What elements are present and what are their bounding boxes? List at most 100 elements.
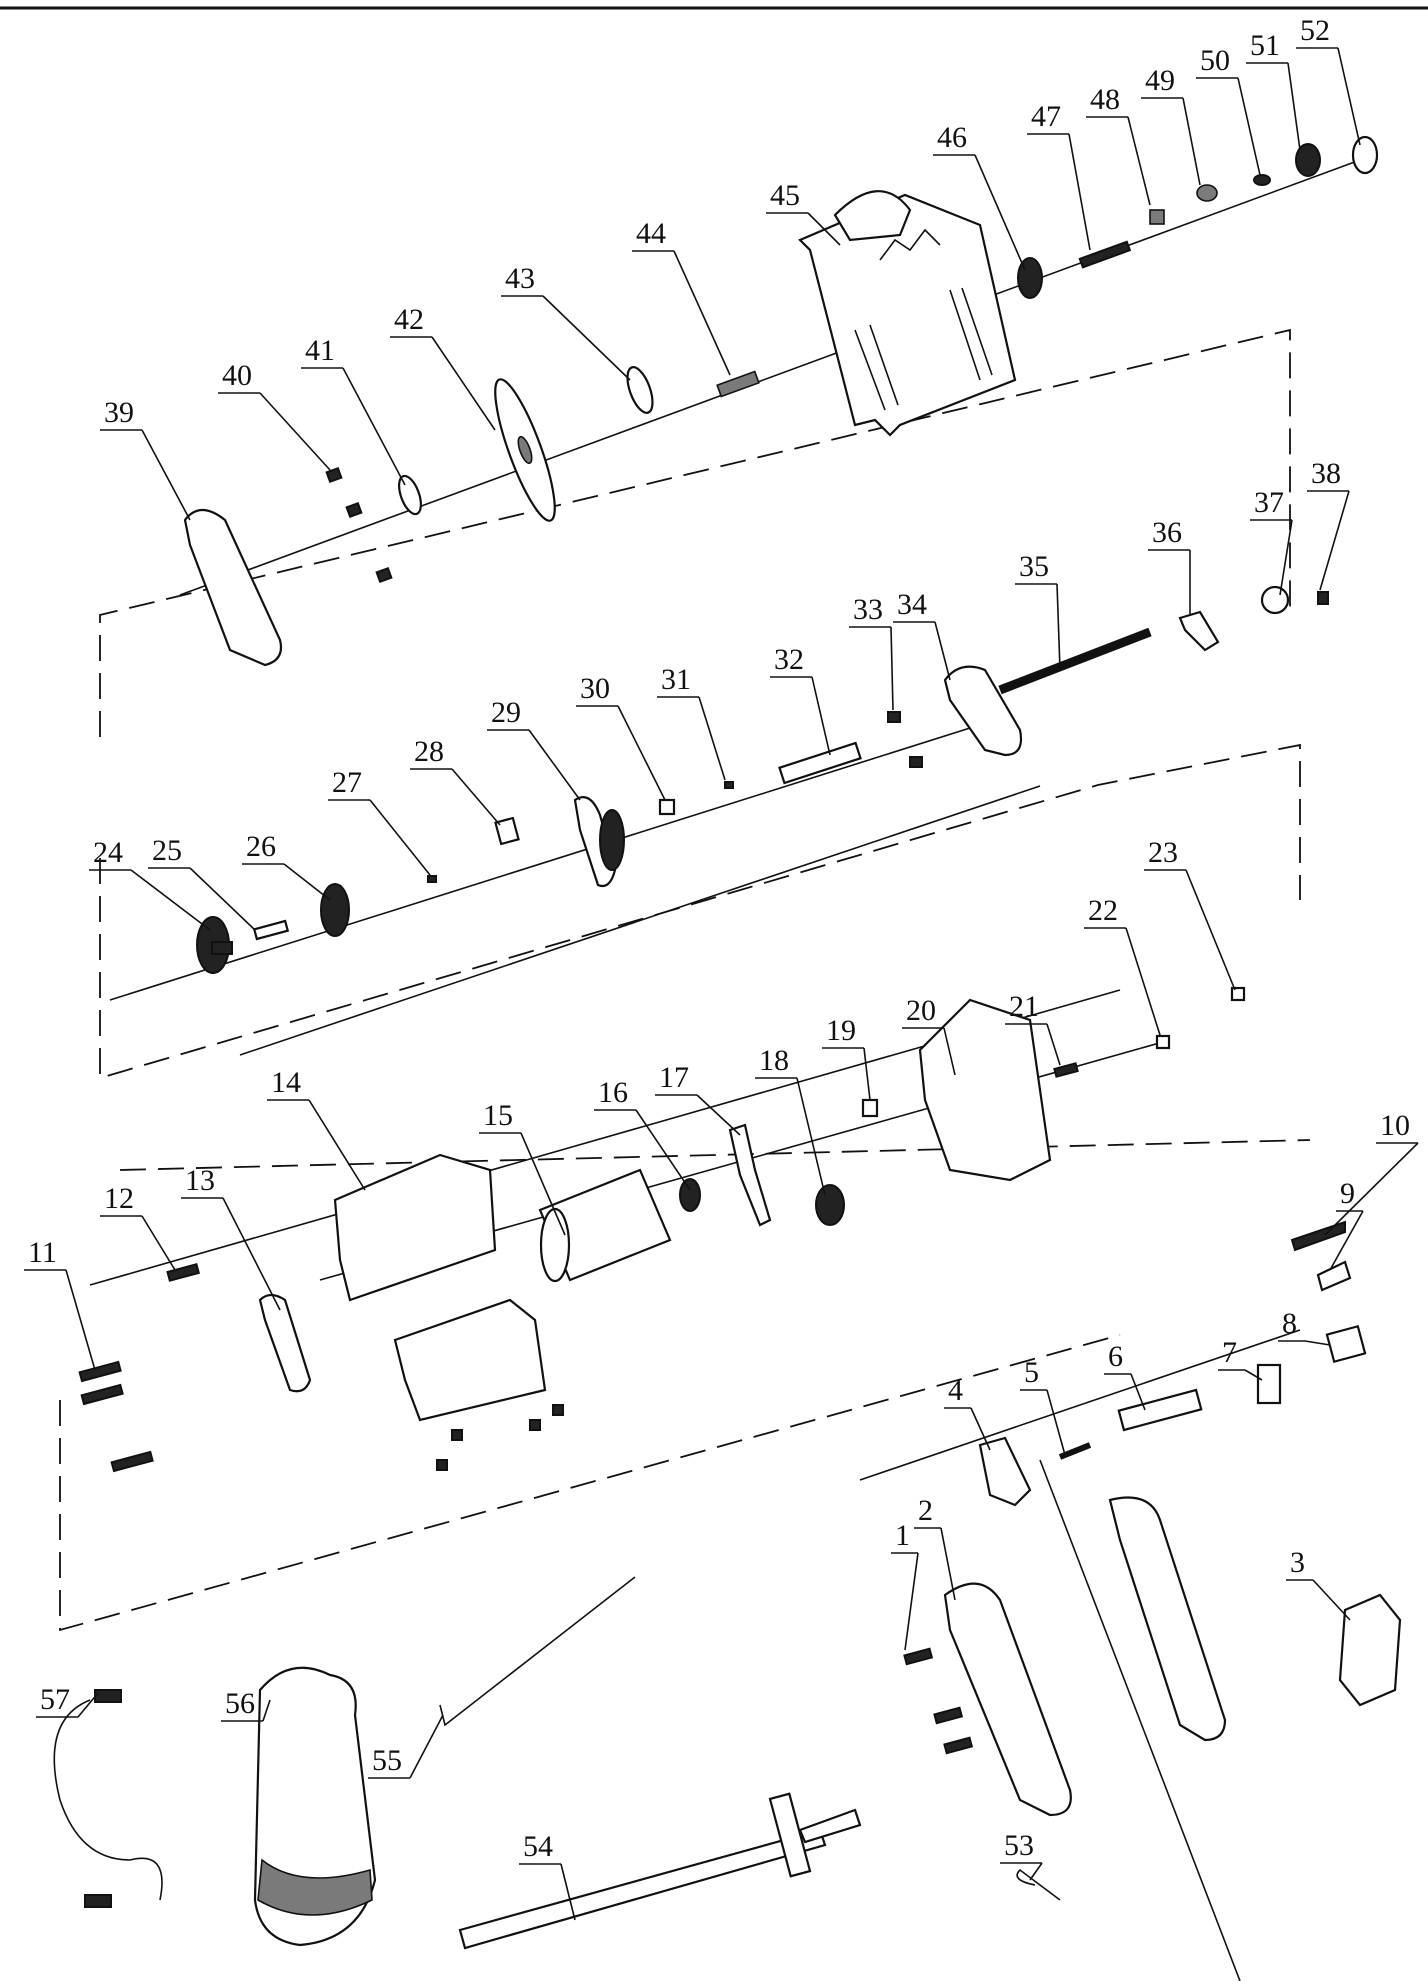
callout-leader bbox=[1337, 47, 1361, 146]
callout-25: 25 bbox=[148, 834, 256, 931]
callout-leader bbox=[1046, 1023, 1061, 1066]
callout-50: 50 bbox=[1196, 44, 1261, 176]
callout-11: 11 bbox=[24, 1236, 96, 1371]
part-number-label: 39 bbox=[104, 396, 134, 429]
callout-leader bbox=[77, 1692, 99, 1718]
part-number-label: 47 bbox=[1031, 100, 1061, 133]
callout-20: 20 bbox=[902, 994, 956, 1076]
part-number-label: 15 bbox=[483, 1099, 513, 1132]
callout-leader bbox=[863, 1047, 871, 1101]
callout-leader bbox=[1244, 1369, 1263, 1381]
callout-leader bbox=[811, 676, 831, 756]
callout-leader bbox=[141, 1215, 176, 1271]
part-number-label: 54 bbox=[523, 1830, 553, 1863]
part-number-label: 35 bbox=[1019, 550, 1049, 583]
part-number-label: 30 bbox=[580, 672, 610, 705]
part-number-label: 8 bbox=[1282, 1307, 1297, 1340]
part-number-label: 18 bbox=[759, 1044, 789, 1077]
part-number-label: 37 bbox=[1254, 486, 1284, 519]
callout-leader bbox=[635, 1109, 691, 1191]
part-45-base-plate bbox=[798, 190, 1017, 437]
callout-leader bbox=[1324, 1142, 1419, 1236]
callout-46: 46 bbox=[933, 121, 1026, 271]
callout-leader bbox=[1182, 97, 1201, 186]
callout-leader bbox=[974, 154, 1026, 271]
callout-57: 57 bbox=[36, 1683, 99, 1718]
callout-7: 7 bbox=[1218, 1336, 1263, 1381]
callout-leader bbox=[1125, 927, 1161, 1036]
callout-leader bbox=[1130, 1373, 1146, 1411]
callout-18: 18 bbox=[755, 1044, 826, 1196]
part-number-label: 44 bbox=[636, 217, 666, 250]
part-number-label: 1 bbox=[895, 1519, 910, 1552]
part-number-label: 24 bbox=[93, 836, 123, 869]
callout-leader bbox=[283, 863, 331, 901]
part-57-cable bbox=[53, 1689, 163, 1908]
callout-leader bbox=[409, 1714, 444, 1779]
callout-6: 6 bbox=[1104, 1340, 1146, 1411]
part-number-label: 17 bbox=[659, 1061, 689, 1094]
callout-leader bbox=[1237, 77, 1261, 176]
callout-leader bbox=[807, 212, 841, 246]
callout-leader bbox=[308, 1099, 366, 1191]
callout-leader bbox=[189, 867, 256, 931]
callout-13: 13 bbox=[181, 1164, 281, 1311]
callout-42: 42 bbox=[390, 303, 496, 431]
callout-34: 34 bbox=[893, 588, 951, 681]
callout-56: 56 bbox=[221, 1687, 271, 1722]
callout-14: 14 bbox=[267, 1066, 366, 1191]
part-number-label: 25 bbox=[152, 834, 182, 867]
part-number-label: 21 bbox=[1009, 990, 1039, 1023]
callout-32: 32 bbox=[770, 643, 831, 756]
callout-leader bbox=[1304, 1340, 1331, 1346]
part-number-label: 57 bbox=[40, 1683, 70, 1716]
part-number-label: 46 bbox=[937, 121, 967, 154]
part-number-label: 33 bbox=[853, 593, 883, 626]
callout-leader bbox=[904, 1552, 919, 1651]
callout-leader bbox=[259, 392, 331, 471]
callout-44: 44 bbox=[632, 217, 731, 376]
part-number-label: 41 bbox=[305, 334, 335, 367]
part-number-label: 5 bbox=[1024, 1356, 1039, 1389]
callout-55: 55 bbox=[368, 1714, 444, 1779]
callout-38: 38 bbox=[1307, 457, 1350, 591]
part-number-label: 51 bbox=[1250, 29, 1280, 62]
callout-leader bbox=[1127, 116, 1151, 206]
callout-leader bbox=[796, 1077, 826, 1196]
callout-53: 53 bbox=[1000, 1829, 1043, 1881]
callout-45: 45 bbox=[766, 179, 841, 246]
callout-12: 12 bbox=[100, 1182, 176, 1271]
part-number-label: 50 bbox=[1200, 44, 1230, 77]
callout-54: 54 bbox=[519, 1830, 576, 1921]
callout-leader bbox=[1029, 1862, 1043, 1881]
part-2-handle bbox=[943, 1582, 1072, 1817]
part-number-label: 23 bbox=[1148, 836, 1178, 869]
part-55-hex-key bbox=[439, 1576, 636, 1727]
callout-leader bbox=[1319, 490, 1350, 591]
assembly-lines bbox=[59, 328, 1311, 1981]
callout-23: 23 bbox=[1144, 836, 1236, 991]
callout-43: 43 bbox=[501, 262, 631, 381]
part-24-gear bbox=[196, 916, 233, 974]
callout-leader bbox=[1185, 869, 1236, 991]
callout-leader bbox=[222, 1197, 281, 1311]
part-20-gear-case bbox=[918, 998, 1052, 1182]
callout-48: 48 bbox=[1086, 83, 1151, 206]
callout-33: 33 bbox=[849, 593, 894, 711]
callout-leader bbox=[528, 729, 581, 801]
part-number-label: 19 bbox=[826, 1014, 856, 1047]
callout-40: 40 bbox=[218, 359, 331, 471]
callout-2: 2 bbox=[914, 1494, 956, 1601]
callout-leader bbox=[141, 429, 191, 521]
part-number-label: 29 bbox=[491, 696, 521, 729]
callout-22: 22 bbox=[1084, 894, 1161, 1036]
callout-leader bbox=[1279, 519, 1293, 596]
callout-8: 8 bbox=[1278, 1307, 1331, 1346]
part-number-label: 45 bbox=[770, 179, 800, 212]
callout-35: 35 bbox=[1015, 550, 1061, 671]
callout-41: 41 bbox=[301, 334, 406, 486]
part-number-label: 27 bbox=[332, 766, 362, 799]
part-number-label: 34 bbox=[897, 588, 927, 621]
part-number-label: 11 bbox=[28, 1236, 57, 1269]
